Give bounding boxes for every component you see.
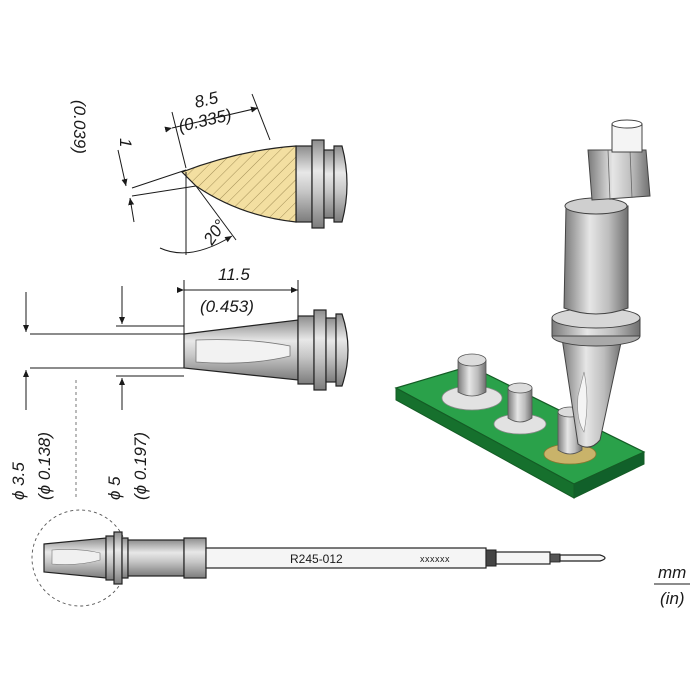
soldering-tip-3d xyxy=(551,119,651,448)
body-length-mm: 11.5 xyxy=(218,265,250,284)
outer-diameter-mm: ϕ 5 xyxy=(105,476,124,500)
tip-top-view xyxy=(23,280,349,500)
tip-length-in: (0.335) xyxy=(177,105,234,136)
tip-side-view xyxy=(117,93,348,255)
tip-angle: 20° xyxy=(199,216,230,249)
body-length-in: (0.453) xyxy=(200,297,254,316)
serial-placeholder: xxxxxx xyxy=(420,554,450,564)
unit-primary: mm xyxy=(658,563,686,582)
cartridge-full-view xyxy=(31,509,606,607)
outer-diameter-in: (ϕ 0.197) xyxy=(131,432,150,500)
inner-diameter-in: (ϕ 0.138) xyxy=(35,432,54,500)
tip-thickness-mm: 1 xyxy=(116,138,135,147)
tip-length-mm: 8.5 xyxy=(193,88,221,112)
inner-diameter-mm: ϕ 3.5 xyxy=(9,462,28,500)
part-number: R245-012 xyxy=(290,552,343,566)
tip-thickness-in: (0.039) xyxy=(70,100,89,154)
unit-secondary: (in) xyxy=(660,589,685,608)
